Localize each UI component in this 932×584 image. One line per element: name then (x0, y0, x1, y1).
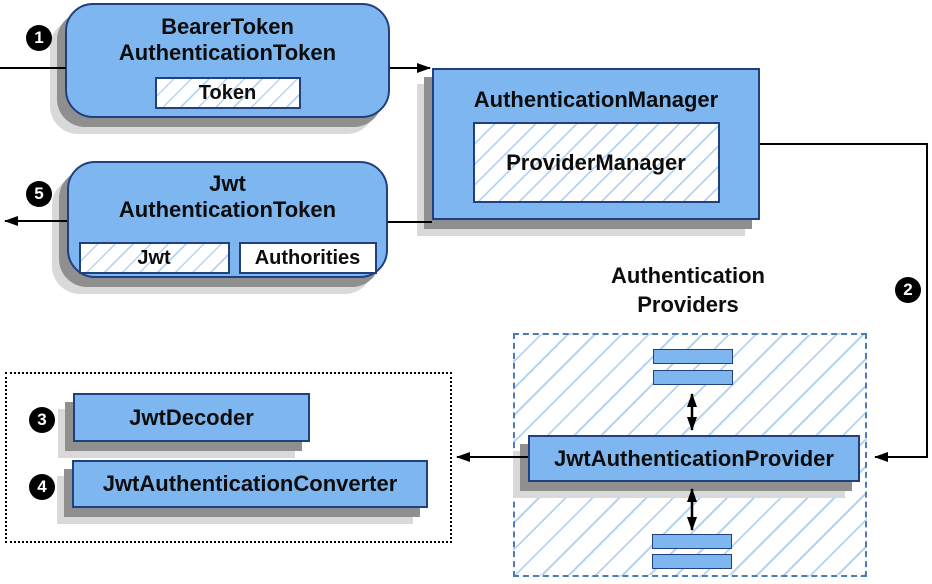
jwt-authentication-provider-node: JwtAuthenticationProvider (528, 435, 860, 482)
provider-slot-bar (653, 370, 733, 385)
step-4-badge: 4 (29, 474, 55, 500)
jwt-decoder-title: JwtDecoder (129, 404, 254, 430)
jwt-token-title-line2: AuthenticationToken (118, 197, 337, 222)
jwt-chip: Jwt (78, 242, 230, 274)
provider-slot-bar (652, 554, 732, 569)
step-3-badge: 3 (29, 407, 55, 433)
step-1-badge: 1 (26, 25, 52, 51)
jwt-authentication-converter-node: JwtAuthenticationConverter (72, 460, 428, 508)
step-5-badge: 5 (26, 181, 52, 207)
provider-slot-bar (653, 349, 733, 364)
jwt-authentication-token-node: Jwt AuthenticationToken Jwt Authorities (67, 161, 388, 278)
authentication-manager-node: AuthenticationManager ProviderManager (432, 68, 760, 220)
bearer-token-authentication-token-node: BearerToken AuthenticationToken Token (65, 3, 390, 118)
jwt-authentication-converter-title: JwtAuthenticationConverter (102, 471, 398, 496)
authentication-providers-label: Authentication Providers (568, 261, 808, 319)
provider-slot-bar (652, 534, 732, 549)
jwt-token-title-line1: Jwt (209, 171, 246, 196)
authorities-chip: Authorities (238, 242, 377, 274)
authentication-providers-label-line1: Authentication (611, 263, 765, 288)
provider-manager-chip: ProviderManager (472, 122, 720, 203)
step-2-badge: 2 (895, 277, 921, 303)
jwt-token-chip-row: Jwt Authorities (78, 242, 377, 274)
authentication-manager-title: AuthenticationManager (473, 87, 719, 112)
token-chip: Token (154, 77, 301, 109)
bearer-token-title-line1: BearerToken (161, 14, 294, 39)
jwt-decoder-node: JwtDecoder (73, 393, 310, 442)
jwt-authentication-provider-title: JwtAuthenticationProvider (554, 445, 834, 471)
authentication-providers-label-line2: Providers (637, 292, 739, 317)
bearer-token-title-line2: AuthenticationToken (118, 40, 337, 65)
